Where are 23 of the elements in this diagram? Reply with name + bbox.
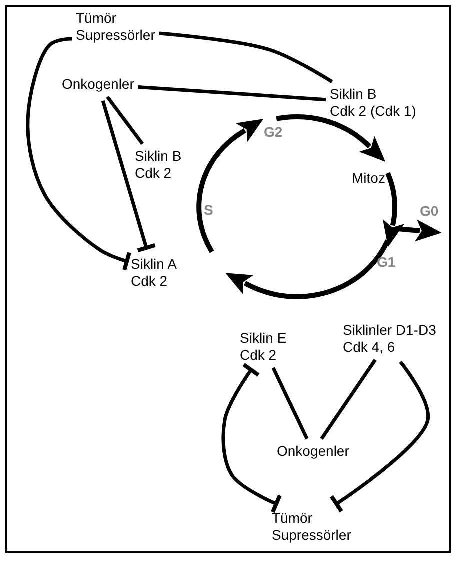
node-label: Siklin E Cdk 2 bbox=[240, 330, 287, 364]
connector-line bbox=[222, 363, 282, 514]
node-label: Onkogenler bbox=[62, 76, 134, 93]
connector-line bbox=[106, 96, 144, 146]
node-label: Siklin A Cdk 2 bbox=[131, 256, 177, 290]
connector-line bbox=[138, 85, 326, 102]
connector-line bbox=[330, 360, 430, 513]
connector-line bbox=[320, 359, 377, 440]
node-label: Siklinler D1-D3 Cdk 4, 6 bbox=[343, 322, 436, 356]
node-label: Siklin B Cdk 2 bbox=[135, 148, 182, 182]
node-label: Onkogenler bbox=[277, 443, 350, 460]
connector-line bbox=[159, 32, 334, 84]
phase-label: G0 bbox=[420, 203, 439, 219]
connector-line bbox=[101, 100, 156, 252]
phase-label: G2 bbox=[264, 124, 283, 140]
connector-line bbox=[272, 367, 309, 440]
phase-label: S bbox=[204, 202, 214, 218]
connector-line bbox=[26, 37, 132, 271]
node-label: Tümör Supressörler bbox=[76, 10, 156, 44]
node-label: Siklin B Cdk 2 (Cdk 1) bbox=[330, 86, 416, 120]
node-label: Tümör Supressörler bbox=[272, 510, 352, 544]
phase-label: Mitoz bbox=[352, 170, 386, 186]
phase-label: G1 bbox=[377, 254, 396, 270]
